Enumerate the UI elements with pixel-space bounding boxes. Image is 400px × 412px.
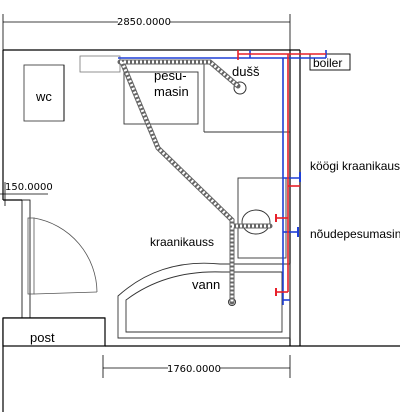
post-label: post <box>30 330 55 345</box>
pipe-valves <box>297 172 301 237</box>
washer-label-line2: masin <box>154 84 189 99</box>
shower-enclosure <box>203 60 290 133</box>
post-block <box>2 317 106 347</box>
shower-label: dušš <box>232 64 260 79</box>
sink-label: kraanikauss <box>150 235 214 249</box>
left-dimension <box>0 182 48 206</box>
shelf <box>79 55 121 73</box>
top-dimension-label: 2850.0000 <box>117 17 171 28</box>
left-dimension-label: 150.0000 <box>5 182 53 193</box>
door <box>21 199 98 319</box>
cold-water-pipes <box>118 50 327 305</box>
hot-water-pipes <box>237 50 326 293</box>
washer-fixture <box>123 71 199 125</box>
shower-drain-icon <box>233 81 247 95</box>
drain-pipes <box>117 59 273 305</box>
bathtub-label: vann <box>192 277 220 292</box>
boiler-label: boiler <box>313 56 342 70</box>
drain-pipes-inner <box>120 60 270 302</box>
bathtub-fixture <box>117 262 291 339</box>
washer-label-line1: pesu- <box>154 68 187 83</box>
dishwasher-label: nõudepesumasin <box>310 227 400 241</box>
wc-label: wc <box>35 89 52 104</box>
bottom-dimension-label: 1760.0000 <box>167 364 221 375</box>
wc-fixture <box>23 64 65 122</box>
kitchen-sink-label: köögi kraanikauss <box>310 159 400 173</box>
